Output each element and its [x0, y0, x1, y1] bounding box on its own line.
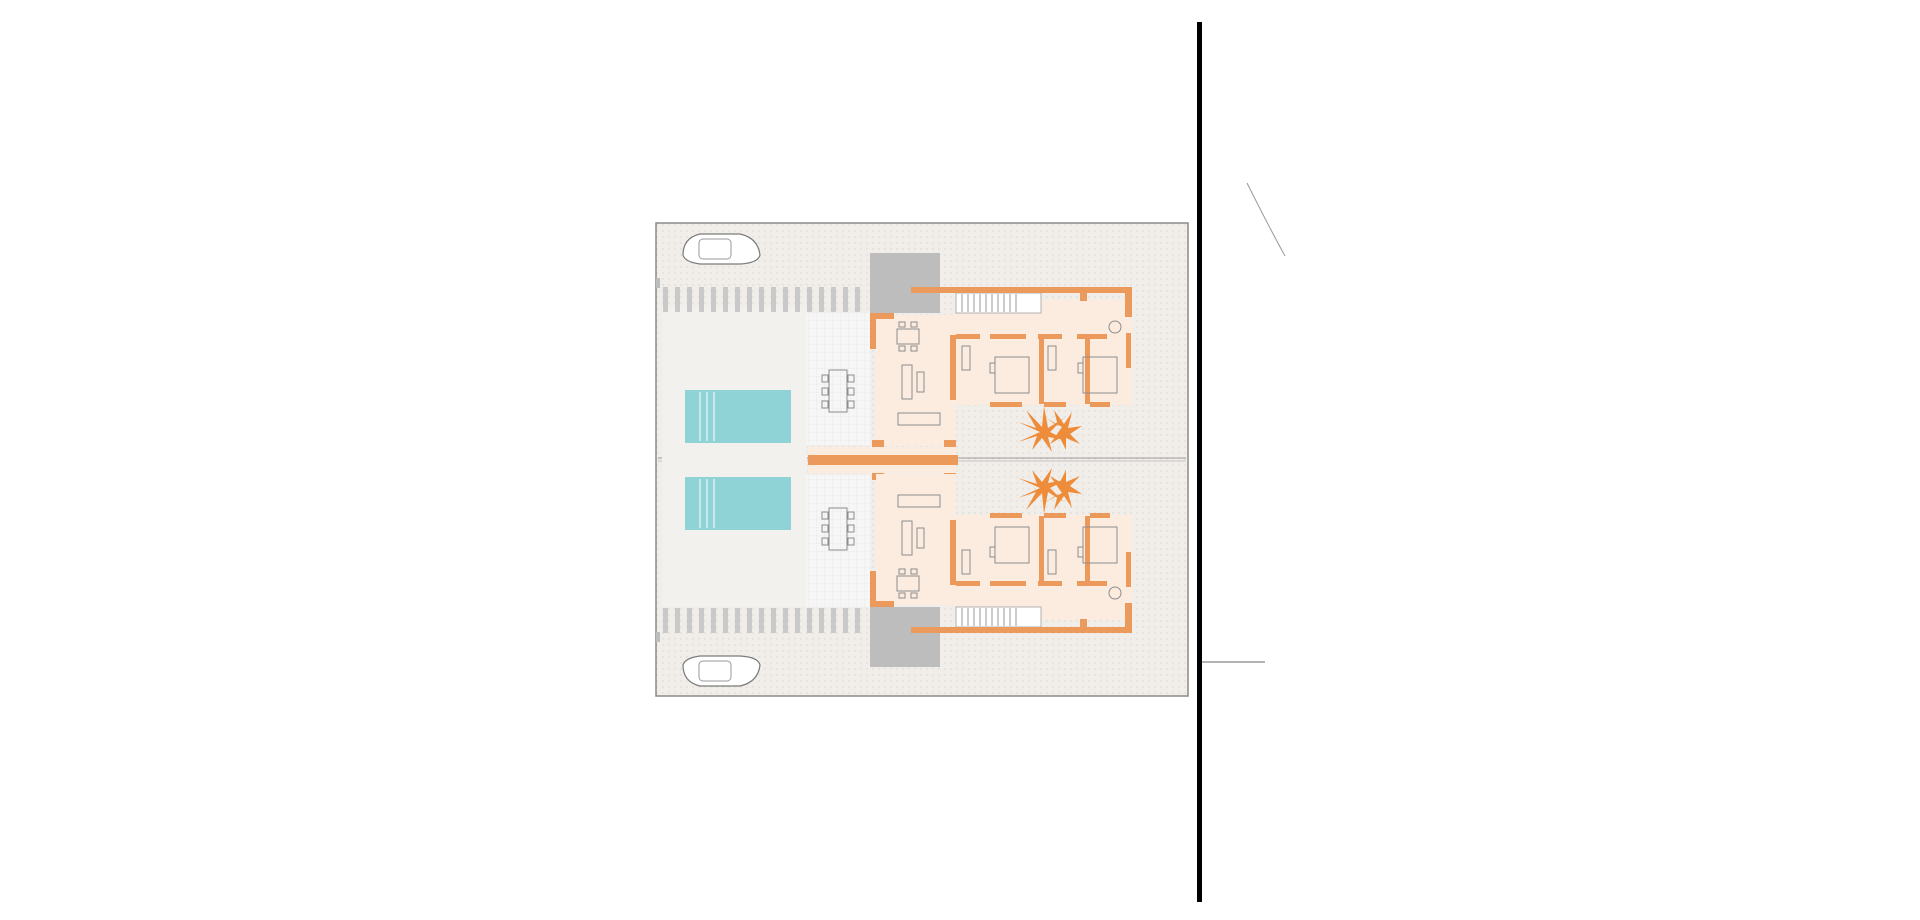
walls	[870, 513, 1132, 633]
gate-post	[656, 632, 660, 642]
dining-table-icon	[821, 369, 855, 413]
road-curve	[1246, 182, 1286, 257]
stairs	[961, 294, 1017, 312]
bathroom-sink	[961, 549, 971, 575]
dining-table-icon	[821, 507, 855, 551]
walkway	[662, 307, 807, 607]
dining-set-icon	[896, 568, 920, 599]
bed-icon	[989, 526, 1030, 564]
kitchen-counter	[897, 494, 941, 508]
car-icon	[682, 233, 761, 265]
bathroom-sink-2	[1047, 345, 1057, 371]
sofa-icon	[901, 364, 925, 400]
terrace	[806, 475, 870, 607]
bed-icon	[1077, 356, 1118, 394]
stairs	[961, 608, 1017, 626]
grey-block	[870, 253, 940, 313]
bathroom-sink	[961, 345, 971, 371]
parking-stripes	[663, 287, 860, 312]
walls	[870, 287, 1132, 407]
party-wall	[808, 440, 958, 480]
unit-bottom	[663, 468, 1132, 687]
gate-post	[656, 278, 660, 288]
sofa-icon	[901, 520, 925, 556]
grey-block	[870, 607, 940, 667]
car-icon	[682, 655, 761, 687]
pool	[685, 477, 791, 530]
terrace	[806, 313, 870, 445]
wc-icon	[1108, 586, 1122, 600]
palm-tree-icon	[1018, 468, 1082, 514]
unit-top	[663, 233, 1132, 452]
living-area-floor	[876, 474, 956, 605]
dining-set-icon	[896, 321, 920, 352]
wc-icon	[1108, 320, 1122, 334]
bed-icon	[1077, 526, 1118, 564]
kitchen-counter	[897, 412, 941, 426]
living-area-floor	[876, 315, 956, 446]
palm-tree-icon	[1018, 406, 1082, 452]
bathroom-sink-2	[1047, 549, 1057, 575]
parking-stripes	[663, 608, 860, 633]
boundary-wall	[1197, 22, 1202, 902]
bed-icon	[989, 356, 1030, 394]
pool	[685, 390, 791, 443]
